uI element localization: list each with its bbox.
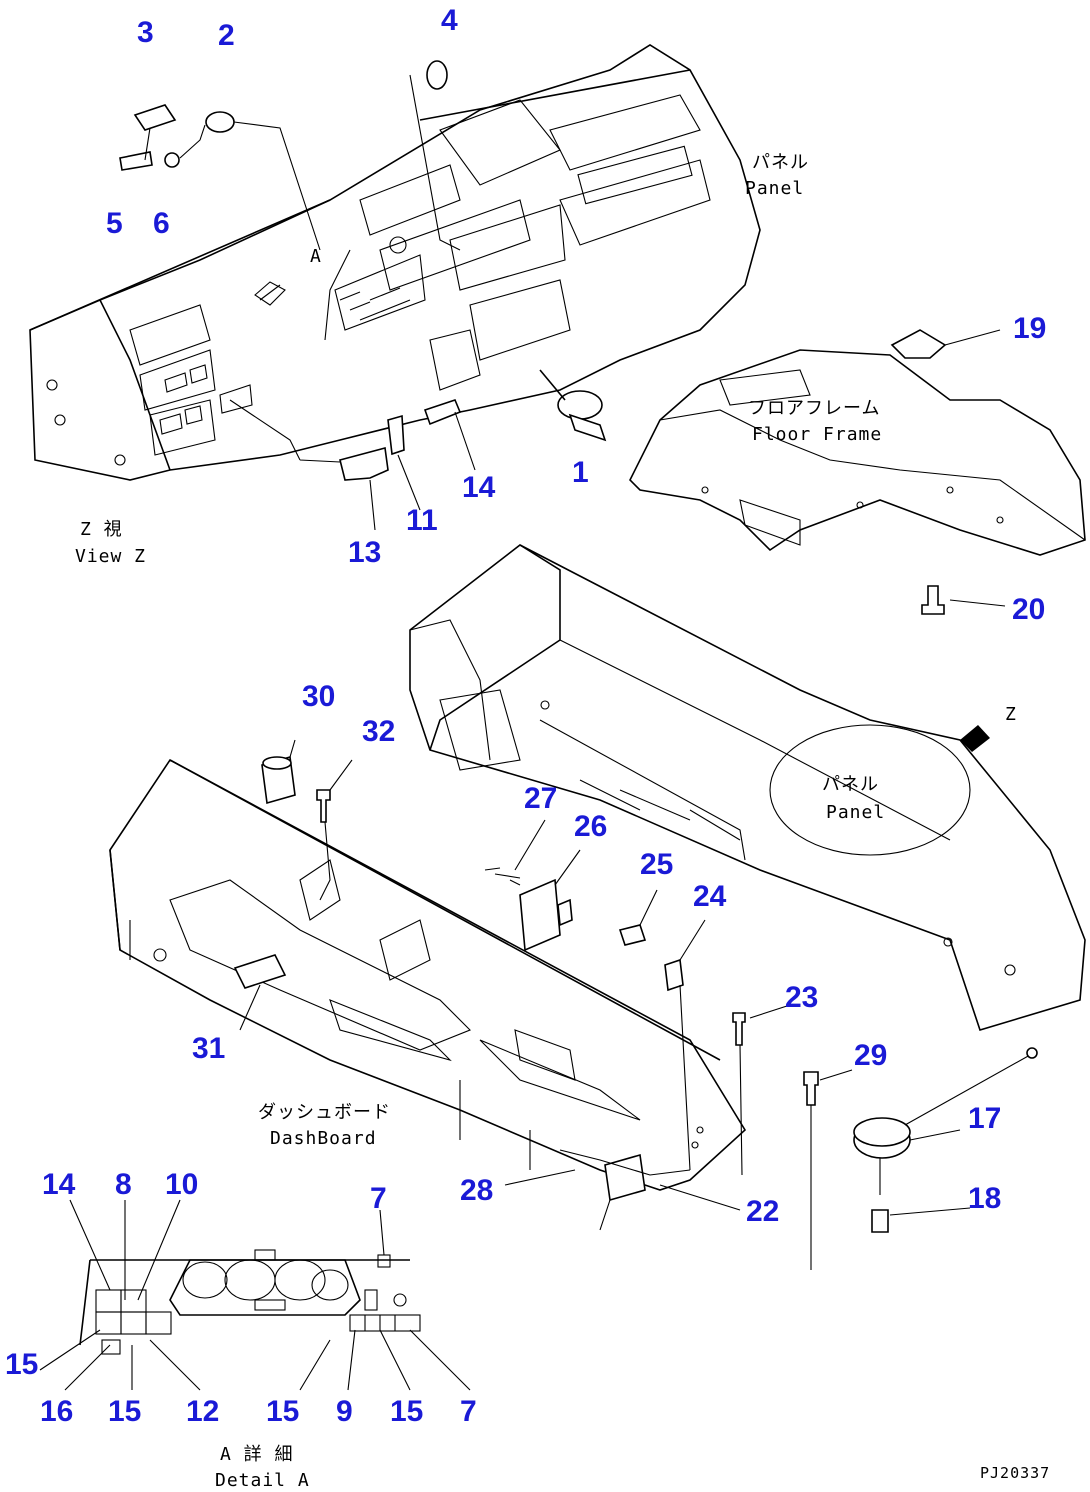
callout-20: 20 [1012,593,1045,626]
part-2-3-5-6-switches [119,104,321,251]
view-z-label-jp: Z 視 [80,519,123,540]
callout-13: 13 [348,536,381,569]
callout-1: 1 [572,456,589,489]
part-24-25-sensor [618,889,706,1171]
part-32-bolt [316,759,353,901]
dashboard-label-en: DashBoard [270,1128,377,1149]
callout-15-left: 15 [5,1348,38,1381]
callout-30: 30 [302,680,335,713]
callout-17: 17 [968,1102,1001,1135]
callout-24: 24 [693,880,727,913]
part-11-13-14-bracket [229,399,476,531]
panel-label-en: Panel [745,178,804,199]
marker-z: Z [1005,704,1017,725]
callout-28: 28 [460,1174,493,1207]
callout-2: 2 [218,19,235,52]
callout-15-c: 15 [266,1395,299,1428]
callout-27: 27 [524,782,557,815]
floor-frame-drawing: フロアフレーム Floor Frame [629,329,1086,615]
callout-numbers: 3 2 4 5 6 19 1 14 11 13 20 30 32 27 26 2… [5,4,1046,1428]
callout-18: 18 [968,1182,1001,1215]
callout-22: 22 [746,1195,779,1228]
part-26-27-relay [484,819,581,952]
panel-label-jp: パネル [752,152,809,173]
floor-frame-label-en: Floor Frame [752,424,882,445]
callout-3: 3 [137,16,154,49]
part-30-block [261,739,296,805]
part-22-28-fittings [504,1149,741,1231]
callout-11: 11 [406,504,438,537]
dashboard-label-jp: ダッシュボード [258,1102,391,1123]
callout-9: 9 [336,1395,353,1428]
callout-29: 29 [854,1039,887,1072]
panel-mid-label-jp: パネル [822,774,879,795]
callout-6: 6 [153,207,170,240]
part-17-18-horn [853,1047,1038,1233]
callout-7-bottom: 7 [460,1395,477,1428]
detail-a-drawing: A 詳 細 Detail A [39,1199,471,1491]
callout-12: 12 [186,1395,219,1428]
callout-23: 23 [785,981,818,1014]
detail-a-label-jp: A 詳 細 [220,1444,294,1465]
part-20-bolt [921,585,1006,615]
view-z-label-en: View Z [75,546,146,567]
callout-5: 5 [106,207,123,240]
callout-4: 4 [441,4,458,37]
drawing-code: PJ20337 [980,1464,1050,1482]
part-4-cap [409,60,461,251]
callout-8: 8 [115,1168,132,1201]
dashboard-panel-drawing: パネル Panel Z [409,544,1086,1031]
callout-15-b: 15 [108,1395,141,1428]
callout-19: 19 [1013,312,1046,345]
detail-a-label-en: Detail A [215,1470,310,1491]
instrument-panel-drawing: A パネル Pane [29,44,809,567]
callout-31: 31 [192,1032,225,1065]
floor-frame-label-jp: フロアフレーム [748,398,880,419]
part-19-cover [890,329,1001,359]
part-29-bolt [803,1069,853,1270]
callout-7-top: 7 [370,1182,387,1215]
part-23-bolt [732,1004,791,1176]
callout-26: 26 [574,810,607,843]
callout-16: 16 [40,1395,73,1428]
callout-25: 25 [640,848,673,881]
callout-15-d: 15 [390,1395,423,1428]
callout-10: 10 [165,1168,198,1201]
part-31-connector [233,954,287,1031]
dashboard-frame-drawing: ダッシュボード DashBoard [109,739,853,1270]
panel-mid-label-en: Panel [826,802,885,823]
callout-14-detail: 14 [42,1168,76,1201]
marker-a: A [310,246,322,267]
callout-14: 14 [462,471,496,504]
callout-32: 32 [362,715,395,748]
part-1-switch [539,369,607,442]
